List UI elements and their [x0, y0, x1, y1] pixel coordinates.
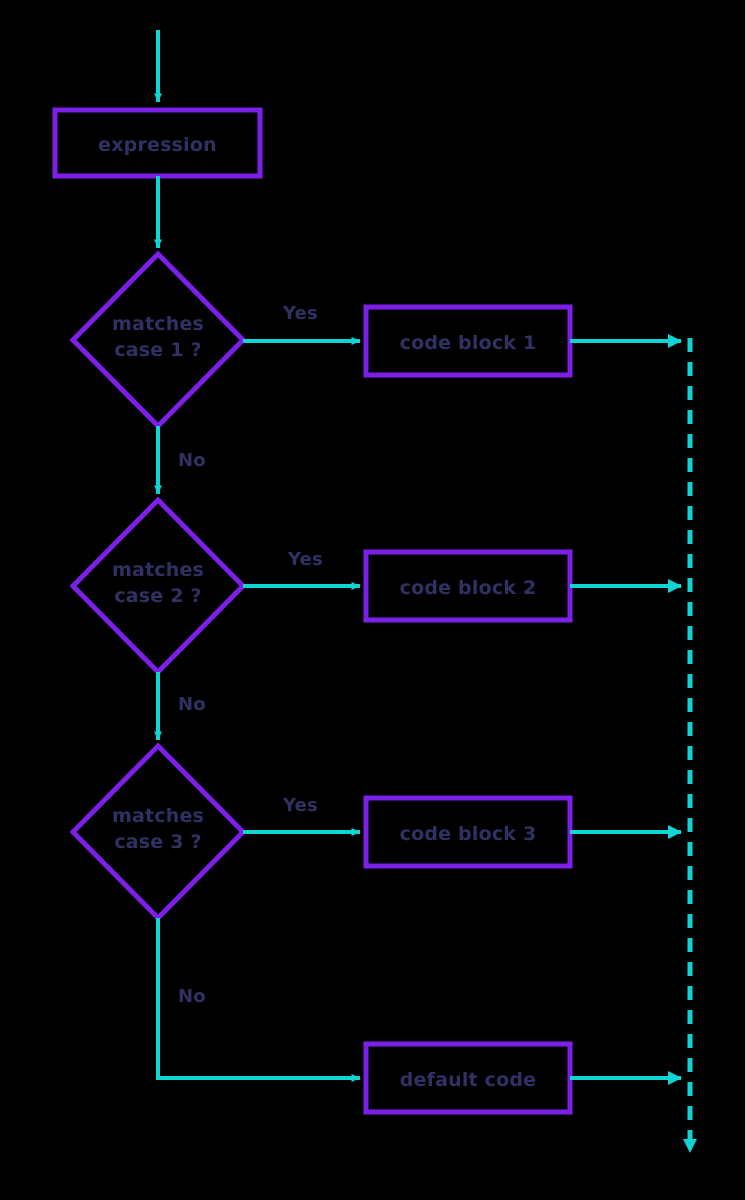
- edge-label-no-3: No: [178, 986, 206, 1007]
- default-code-shape: [363, 1041, 573, 1115]
- edge-label-yes-2: Yes: [288, 549, 323, 570]
- decision-3-shape: [69, 742, 247, 922]
- edge-label-yes-1: Yes: [283, 303, 318, 324]
- code-block-1-shape: [363, 304, 573, 378]
- expression-box-shape: [52, 107, 263, 179]
- edge-label-no-2: No: [178, 694, 206, 715]
- edge-label-no-1: No: [178, 450, 206, 471]
- code-block-2-shape: [363, 549, 573, 623]
- decision-2-shape: [69, 496, 247, 676]
- code-block-3-shape: [363, 795, 573, 869]
- edge-no-3: [156, 918, 361, 1082]
- decision-1-shape: [69, 250, 247, 430]
- edge-label-yes-3: Yes: [283, 795, 318, 816]
